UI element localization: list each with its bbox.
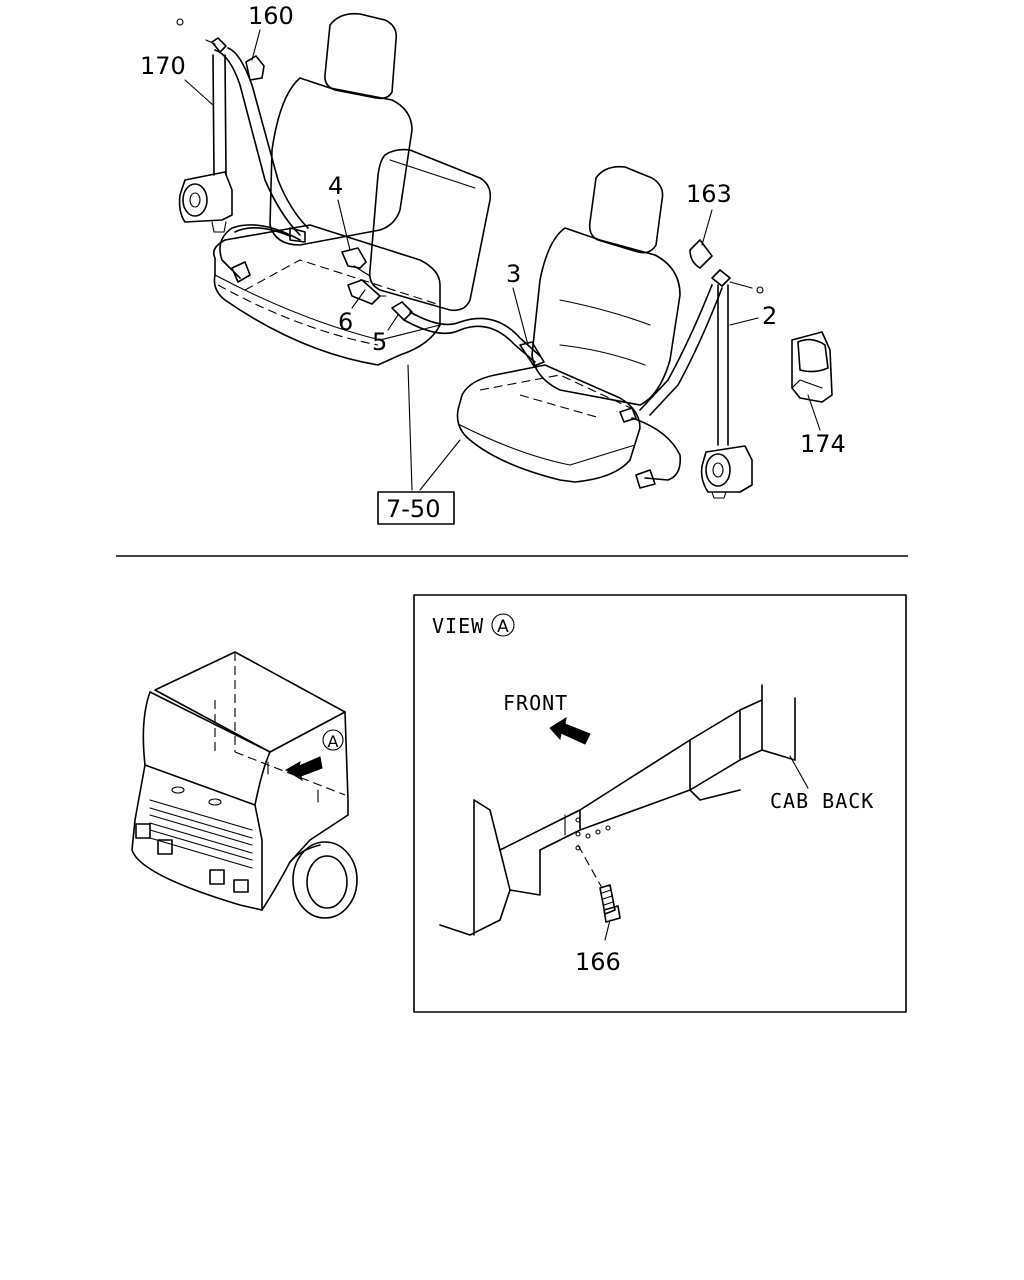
callout-leaders-top	[184, 29, 821, 491]
callout-5: 5	[372, 328, 387, 356]
truck-view-marker: A	[322, 729, 344, 751]
ref-box-7-50: 7-50	[377, 491, 455, 525]
left-buckles	[341, 247, 541, 363]
callout-6: 6	[338, 308, 353, 336]
cover-174	[791, 331, 833, 403]
callout-163: 163	[686, 180, 732, 208]
right-seat	[456, 165, 681, 483]
view-a-panel: VIEW A FRONT CAB BACK 166	[413, 594, 907, 1013]
callout-2: 2	[762, 302, 777, 330]
cab-back-label: CAB BACK	[770, 789, 874, 813]
truck-cab	[131, 651, 358, 919]
callout-3: 3	[506, 260, 521, 288]
front-label: FRONT	[503, 691, 568, 715]
ref-label: 7-50	[386, 495, 440, 523]
callout-170: 170	[140, 52, 186, 80]
truck-view-marker-letter: A	[328, 732, 339, 751]
callout-174: 174	[800, 430, 846, 458]
front-arrow-icon	[549, 716, 591, 745]
view-a-marker: A	[497, 617, 509, 637]
left-belt-170	[176, 18, 309, 283]
callout-4: 4	[328, 172, 343, 200]
callout-166: 166	[575, 948, 621, 976]
right-belt-2	[519, 239, 764, 499]
callout-160: 160	[248, 2, 294, 30]
left-seat	[212, 12, 492, 366]
view-a-title: VIEW	[432, 614, 484, 638]
